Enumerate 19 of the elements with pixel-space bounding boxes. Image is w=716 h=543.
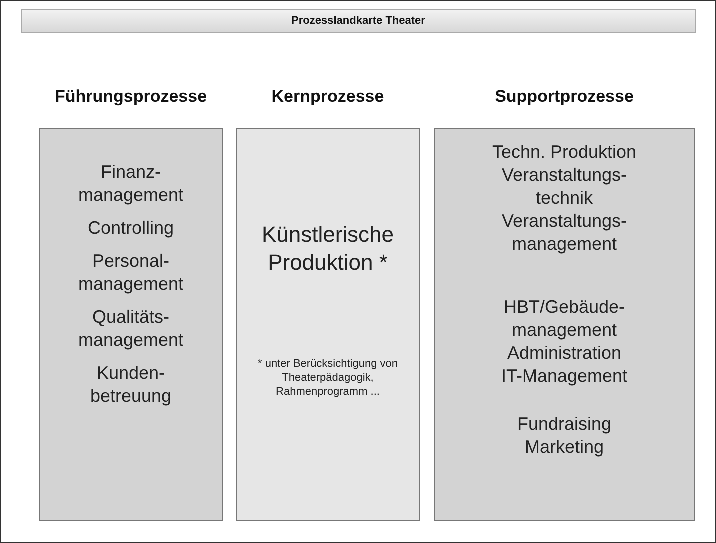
title-band	[21, 9, 696, 33]
column-heading: Führungsprozesse	[54, 87, 208, 107]
title-text: Prozesslandkarte Theater	[292, 15, 426, 27]
process-label: Finanz- management	[77, 161, 185, 207]
process-label: Kunden- betreuung	[89, 362, 173, 408]
process-label: Marketing	[524, 436, 606, 459]
process-label: Qualitäts- management	[77, 306, 185, 352]
process-label: Veranstaltungs- management	[500, 210, 628, 256]
process-label: IT-Management	[500, 365, 629, 388]
process-label: Administration	[506, 342, 623, 365]
process-label: Veranstaltungs- technik	[500, 164, 628, 210]
process-label: Techn. Produktion	[491, 141, 638, 164]
process-label: Controlling	[86, 217, 176, 240]
process-label: HBT/Gebäude- management	[502, 296, 626, 342]
process-label: Fundraising	[516, 413, 613, 436]
column-heading: Supportprozesse	[494, 87, 635, 107]
process-label: Künstlerische Produktion *	[260, 221, 396, 277]
footnote-text: * unter Berücksichtigung von Theaterpädagogik, Rahmenprogramm ...	[256, 357, 400, 399]
process-label: Personal- management	[77, 250, 185, 296]
